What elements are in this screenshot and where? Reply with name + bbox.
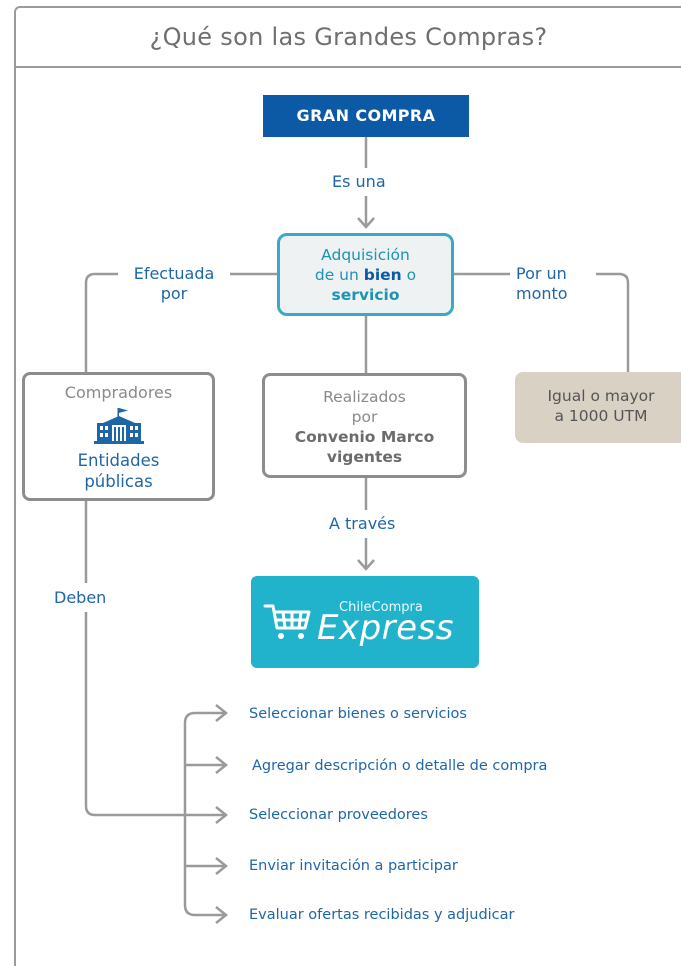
entidades-line2: públicas (84, 472, 153, 491)
adquisicion-post: o (401, 266, 417, 284)
label-efectuada-por: Efectuada por (122, 264, 226, 304)
label-por-un-monto: Por un monto (516, 264, 592, 304)
por-un-line1: Por un (516, 264, 567, 283)
monto-line2: a 1000 UTM (554, 407, 648, 425)
steps-bracket (183, 711, 226, 917)
realizados-convenio: Convenio Marco (294, 428, 435, 446)
step-2: Agregar descripción o detalle de compra (252, 758, 548, 774)
connector-right-down (596, 272, 630, 372)
adquisicion-servicio: servicio (331, 286, 400, 304)
arrow-down-icon (357, 559, 375, 571)
arrow-right-icon (215, 756, 229, 774)
adquisicion-box: Adquisición de un bien o servicio (277, 233, 454, 316)
realizados-vigentes: vigentes (326, 448, 403, 466)
compradores-entidades: Entidades públicas (25, 450, 212, 492)
arrow-right-icon (215, 806, 229, 824)
compradores-box: Compradores Entidades públicas (22, 372, 215, 501)
label-es-una: Es una (332, 172, 386, 192)
cart-icon (263, 604, 311, 639)
chilecompra-express-logo: ChileCompra Express (251, 576, 479, 668)
realizados-line2: por (351, 408, 378, 426)
connector-deben-steps (84, 612, 226, 817)
arrow-right-icon (215, 704, 229, 722)
title-divider (14, 66, 681, 68)
label-a-traves: A través (329, 514, 396, 534)
building-icon (93, 408, 144, 444)
adquisicion-line2: de un bien o (280, 265, 451, 285)
compradores-title: Compradores (64, 383, 173, 402)
express-word: Express (317, 608, 455, 648)
arrow-right-icon (215, 906, 229, 924)
step-5: Evaluar ofertas recibidas y adjudicar (249, 907, 515, 923)
express-brand: ChileCompra (339, 600, 423, 615)
efectuada-line2: por (160, 284, 188, 303)
label-deben: Deben (54, 588, 107, 608)
monto-line1: Igual o mayor (547, 387, 655, 405)
adquisicion-pre: de un (314, 266, 364, 284)
adquisicion-bien: bien (363, 266, 402, 284)
realizados-box: Realizados por Convenio Marco vigentes (262, 373, 467, 478)
monto-utm-box: Igual o mayor a 1000 UTM (515, 372, 681, 443)
realizados-line1: Realizados (323, 388, 406, 406)
por-un-line2: monto (516, 284, 568, 303)
arrow-right-icon (215, 857, 229, 875)
step-4: Enviar invitación a participar (249, 858, 458, 874)
entidades-line1: Entidades (77, 451, 160, 470)
step-3: Seleccionar proveedores (249, 807, 428, 823)
step-1: Seleccionar bienes o servicios (249, 706, 467, 722)
connector-left-down (84, 272, 118, 372)
page-title: ¿Qué son las Grandes Compras? (149, 23, 548, 51)
arrow-down-icon (357, 217, 375, 229)
adquisicion-line1: Adquisición (321, 246, 410, 264)
gran-compra-box: GRAN COMPRA (263, 95, 469, 137)
infographic-frame (14, 6, 681, 966)
efectuada-line1: Efectuada (133, 264, 215, 283)
